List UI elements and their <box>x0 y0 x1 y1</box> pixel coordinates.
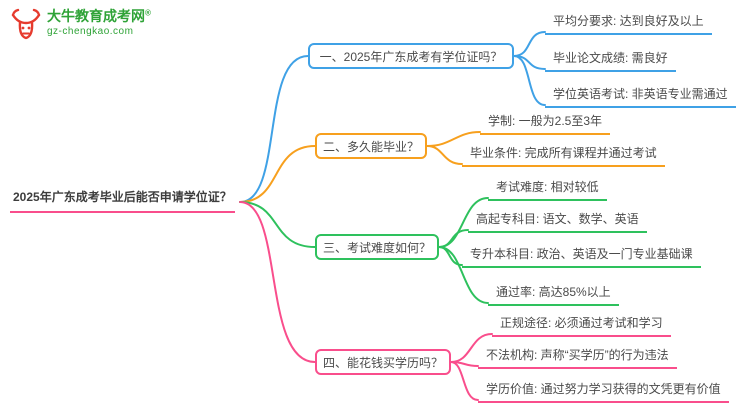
leaf-topic: 专升本科目: 政治、英语及一门专业基础课 <box>462 243 701 268</box>
leaf-topic: 不法机构: 声称“买学历”的行为违法 <box>478 344 677 369</box>
connector-leaf <box>513 55 546 106</box>
leaf-topic: 通过率: 高达85%以上 <box>488 281 619 306</box>
logo-title: 大牛教育成考网® <box>47 8 151 24</box>
connector-leaf <box>438 246 489 304</box>
leaf-topic: 考试难度: 相对较低 <box>488 176 607 201</box>
leaf-topic: 学位英语考试: 非英语专业需通过 <box>545 83 736 108</box>
site-logo: 大牛教育成考网® gz-chengkao.com <box>10 8 151 44</box>
connector-leaf <box>513 31 546 57</box>
leaf-topic: 毕业条件: 完成所有课程并通过考试 <box>462 142 665 167</box>
connector-root-branch1 <box>239 55 309 203</box>
leaf-topic: 毕业论文成绩: 需良好 <box>545 47 676 72</box>
branch-topic-3: 三、考试难度如何？ <box>315 234 439 260</box>
bull-logo-icon <box>11 8 41 40</box>
connector-root-branch4 <box>239 201 316 363</box>
connector-leaf <box>426 145 463 165</box>
connector-leaf <box>438 246 463 266</box>
logo-text: 大牛教育成考网® gz-chengkao.com <box>47 8 151 38</box>
connector-leaf <box>450 333 493 363</box>
leaf-topic: 正规途径: 必须通过考试和学习 <box>492 312 671 337</box>
connector-leaf <box>426 131 481 147</box>
leaf-topic: 平均分要求: 达到良好及以上 <box>545 10 712 35</box>
connector-root-branch2 <box>239 145 316 203</box>
branch-topic-4: 四、能花钱买学历吗？ <box>315 349 451 375</box>
leaf-topic: 学历价值: 通过努力学习获得的文凭更有价值 <box>478 378 729 403</box>
connector-root-branch3 <box>239 201 316 248</box>
branch-topic-2: 二、多久能毕业？ <box>315 133 427 159</box>
connector-leaf <box>450 361 479 401</box>
leaf-topic: 高起专科目: 语文、数学、英语 <box>468 208 647 233</box>
registered-mark: ® <box>145 8 151 18</box>
root-topic: 2025年广东成考毕业后能否申请学位证？ <box>10 188 235 213</box>
logo-subtitle: gz-chengkao.com <box>47 25 134 37</box>
branch-topic-1: 一、2025年广东成考有学位证吗？ <box>308 43 514 69</box>
leaf-topic: 学制: 一般为2.5至3年 <box>480 110 611 135</box>
